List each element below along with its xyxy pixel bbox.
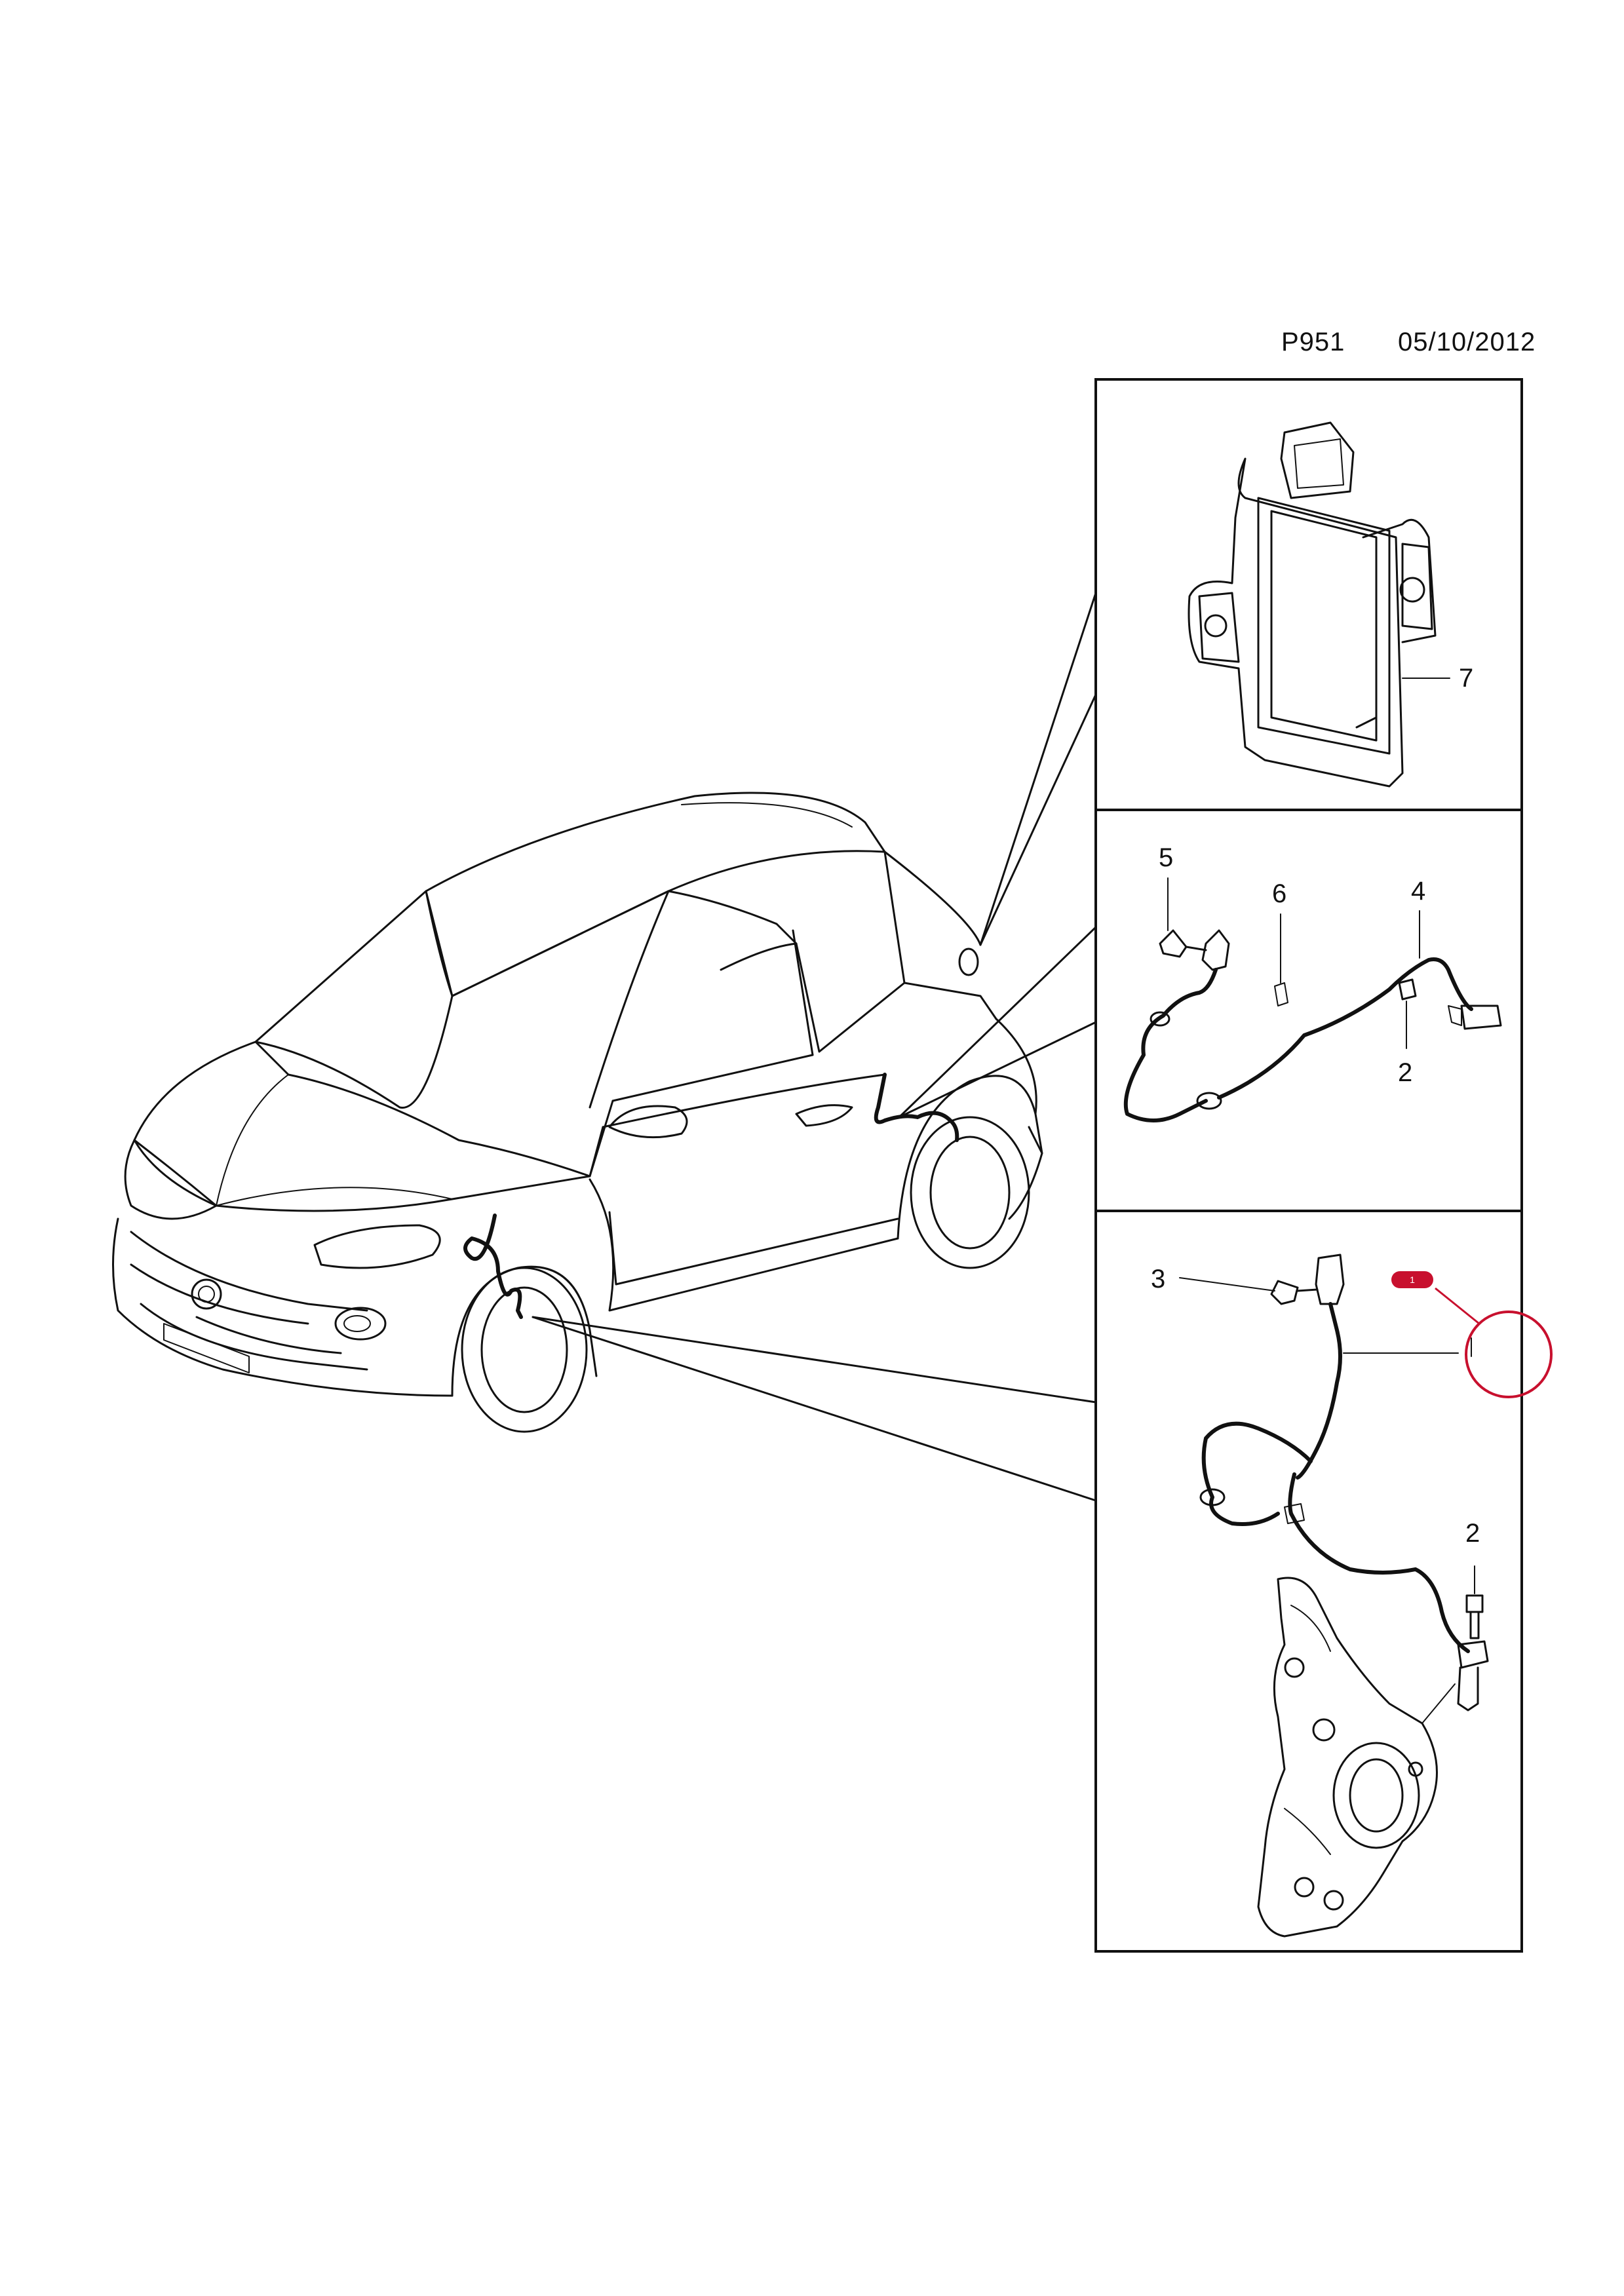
leader-3 [1179,1277,1275,1292]
highlight-circle [1465,1311,1553,1398]
diagram-date: 05/10/2012 [1398,328,1536,356]
callout-2a: 2 [1398,1058,1412,1087]
detail-frames [1094,378,1523,1953]
annotation-marker [1435,1287,1553,1398]
annotation-badge[interactable]: 1 [1391,1271,1433,1288]
diagram-code: P951 [1281,328,1345,356]
front-sensor-illustration [1199,1253,1489,1938]
rear-sensor-illustration [1123,929,1502,1122]
callout-6: 6 [1272,879,1286,908]
callout-4: 4 [1411,877,1425,906]
callout-7: 7 [1459,664,1473,693]
callout-5: 5 [1159,843,1173,872]
control-module-illustration [1188,421,1437,788]
frame-front-sensor [1094,1210,1523,1953]
callout-2b: 2 [1465,1519,1480,1548]
pointer-lines [532,592,1097,1502]
car-illustration [112,792,1043,1433]
callout-3: 3 [1151,1265,1165,1293]
